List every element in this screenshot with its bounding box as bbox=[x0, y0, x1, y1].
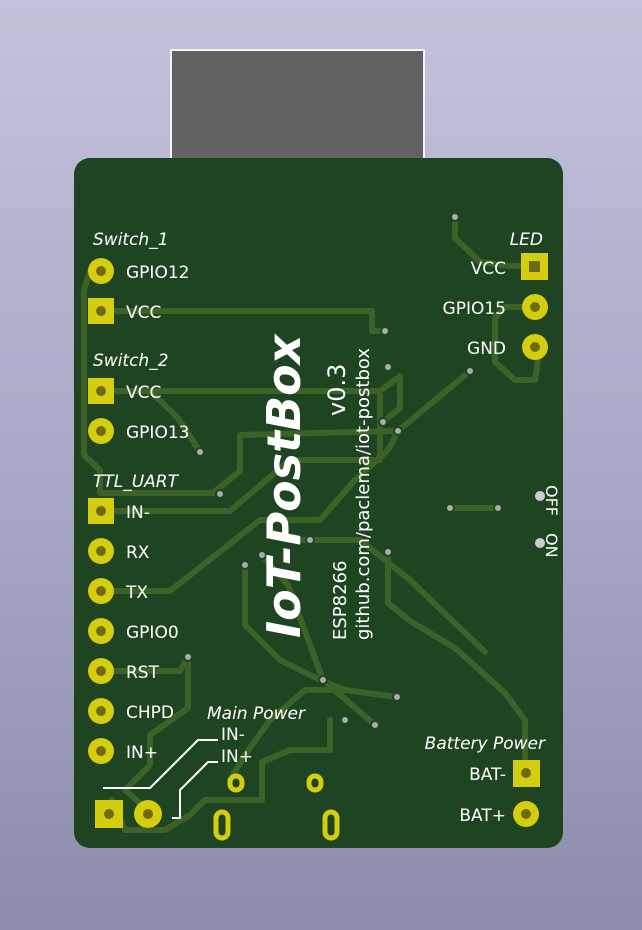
main-power-pads bbox=[95, 800, 162, 828]
copper-traces bbox=[81, 214, 543, 833]
battery-pads bbox=[513, 760, 540, 827]
pin-label-rst: RST bbox=[126, 663, 160, 683]
pin-label-vcc-s1: VCC bbox=[126, 303, 161, 323]
pin-label-bat-plus: BAT+ bbox=[459, 806, 506, 826]
pin-label-ttl-in-plus: IN+ bbox=[126, 743, 158, 763]
pad-ttl-in-minus bbox=[88, 498, 114, 524]
usb-connector bbox=[170, 49, 425, 166]
pad-chpd bbox=[88, 698, 114, 724]
ttl-uart-title: TTL_UART bbox=[93, 472, 180, 492]
pad-rst bbox=[88, 658, 114, 684]
board-title: IoT-PostBox bbox=[257, 333, 311, 638]
pin-label-vcc-s2: VCC bbox=[126, 383, 161, 403]
switch-off-label: OFF bbox=[542, 485, 561, 516]
pin-label-chpd: CHPD bbox=[126, 703, 174, 723]
pad-vcc-s1 bbox=[88, 298, 114, 324]
battery-power-title: Battery Power bbox=[425, 734, 546, 754]
pcb-board bbox=[74, 158, 563, 848]
pin-label-gpio12: GPIO12 bbox=[126, 263, 189, 283]
pin-label-mp-in-minus: IN- bbox=[221, 725, 245, 745]
pad-gpio13 bbox=[88, 418, 114, 444]
pin-label-gpio13: GPIO13 bbox=[126, 423, 189, 443]
pad-rx bbox=[88, 538, 114, 564]
pin-label-rx: RX bbox=[126, 543, 150, 563]
pad-tx bbox=[88, 578, 114, 604]
board-version: v0.3 bbox=[323, 364, 351, 416]
switch2-title: Switch_2 bbox=[93, 351, 169, 371]
led-pads bbox=[521, 253, 548, 360]
vias bbox=[183, 212, 547, 730]
switch1-title: Switch_1 bbox=[93, 230, 169, 250]
switch-on-label: ON bbox=[542, 533, 561, 558]
pin-label-led-vcc: VCC bbox=[471, 259, 506, 279]
pad-vcc-s2 bbox=[88, 378, 114, 404]
pin-label-led-gnd: GND bbox=[467, 339, 506, 359]
pin-label-bat-minus: BAT- bbox=[469, 765, 506, 785]
pin-label-led-gpio15: GPIO15 bbox=[443, 299, 506, 319]
pad-gpio0 bbox=[88, 618, 114, 644]
pad-gpio12 bbox=[88, 258, 114, 284]
pad-ttl-in-plus bbox=[88, 738, 114, 764]
led-title: LED bbox=[510, 230, 543, 250]
usb-mount-slots bbox=[213, 773, 340, 841]
pin-label-ttl-in-minus: IN- bbox=[126, 503, 150, 523]
pin-label-gpio0: GPIO0 bbox=[126, 623, 179, 643]
pin-label-tx: TX bbox=[125, 583, 148, 603]
main-power-title: Main Power bbox=[207, 704, 306, 724]
pin-label-mp-in-plus: IN+ bbox=[221, 747, 253, 767]
silk-leaders bbox=[103, 739, 218, 819]
board-repo: github.com/paclema/iot-postbox bbox=[353, 348, 374, 640]
left-header-pads bbox=[88, 258, 114, 764]
board-mcu: ESP8266 bbox=[330, 561, 351, 640]
